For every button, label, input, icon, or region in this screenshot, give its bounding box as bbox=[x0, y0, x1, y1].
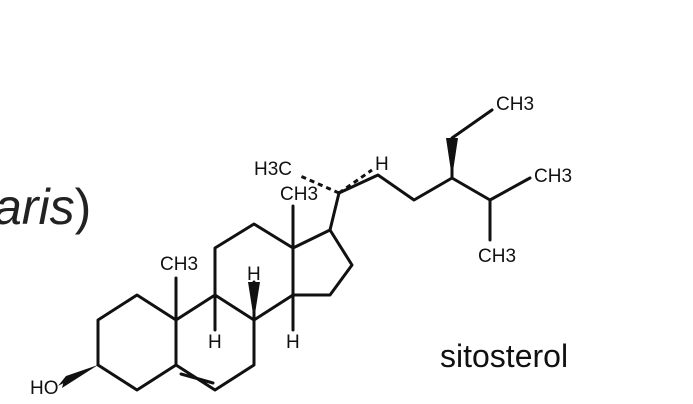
molecule-caption: sitosterol bbox=[440, 338, 569, 374]
ethyl-wedge bbox=[446, 138, 458, 178]
label-h3c: H3C bbox=[254, 159, 292, 180]
fragment-paren: ) bbox=[74, 179, 92, 235]
label-ch3-18: CH3 bbox=[280, 184, 318, 205]
ethyl-branch bbox=[450, 108, 494, 180]
ring-d bbox=[291, 228, 354, 297]
label-h9: H bbox=[208, 332, 222, 353]
h8-wedge bbox=[248, 282, 260, 320]
side-chain bbox=[328, 173, 492, 232]
double-bond bbox=[179, 372, 215, 385]
label-h14: H bbox=[286, 332, 300, 353]
label-h17: H bbox=[375, 154, 389, 175]
ring-a bbox=[96, 293, 178, 392]
ring-c bbox=[213, 222, 295, 322]
label-ch3-iso: CH3 bbox=[478, 246, 516, 267]
dashed-bonds bbox=[213, 168, 373, 330]
label-ch3-top: CH3 bbox=[496, 94, 534, 115]
ho-wedge bbox=[62, 365, 98, 388]
ring-b bbox=[174, 293, 256, 392]
fragment-italic: aris bbox=[0, 179, 75, 235]
c21-dash bbox=[297, 173, 340, 195]
ho-wedge-fill bbox=[58, 365, 98, 386]
label-ch3-19: CH3 bbox=[160, 254, 198, 275]
h17-dash bbox=[338, 168, 373, 195]
label-h8: H bbox=[247, 264, 261, 285]
isopropyl-bond-a bbox=[488, 176, 532, 202]
label-ho: HO bbox=[30, 378, 59, 399]
slide-text-fragment: aris) bbox=[0, 178, 91, 236]
label-ch3-right: CH3 bbox=[534, 166, 572, 187]
